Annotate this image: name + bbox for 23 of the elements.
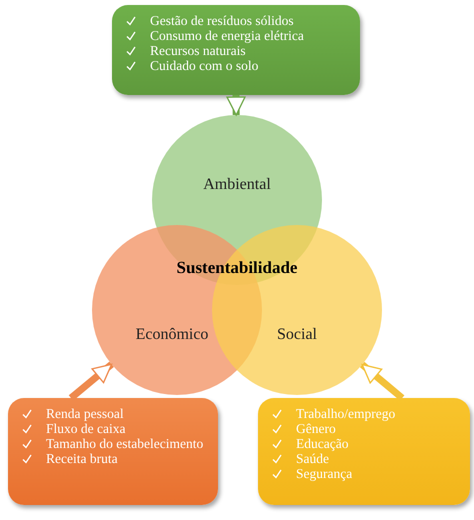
- category-card: [8, 398, 218, 505]
- block-arrow: [226, 94, 246, 116]
- circle-label: Econômico: [136, 326, 208, 344]
- list-item: Gênero: [296, 421, 336, 436]
- list-item: Cuidado com o solo: [150, 58, 258, 73]
- list-item: Educação: [296, 436, 348, 451]
- list-item: Segurança: [296, 466, 352, 481]
- category-card: [112, 5, 360, 95]
- list-item: Fluxo de caixa: [46, 421, 126, 436]
- list-item: Tamanho do estabelecimento: [46, 436, 204, 451]
- block-arrow: [360, 362, 404, 401]
- list-item: Recursos naturais: [150, 43, 246, 58]
- circle-label: Social: [277, 326, 317, 344]
- list-item: Renda pessoal: [46, 406, 124, 421]
- list-item: Consumo de energia elétrica: [150, 28, 304, 43]
- category-card: [258, 398, 470, 505]
- block-arrow: [68, 362, 114, 401]
- center-label: Sustentabilidade: [176, 258, 298, 278]
- list-item: Receita bruta: [46, 451, 118, 466]
- circle-label: Ambiental: [203, 176, 271, 194]
- list-item: Saúde: [296, 451, 329, 466]
- list-item: Gestão de resíduos sólidos: [150, 13, 294, 28]
- list-item: Trabalho/emprego: [296, 406, 396, 421]
